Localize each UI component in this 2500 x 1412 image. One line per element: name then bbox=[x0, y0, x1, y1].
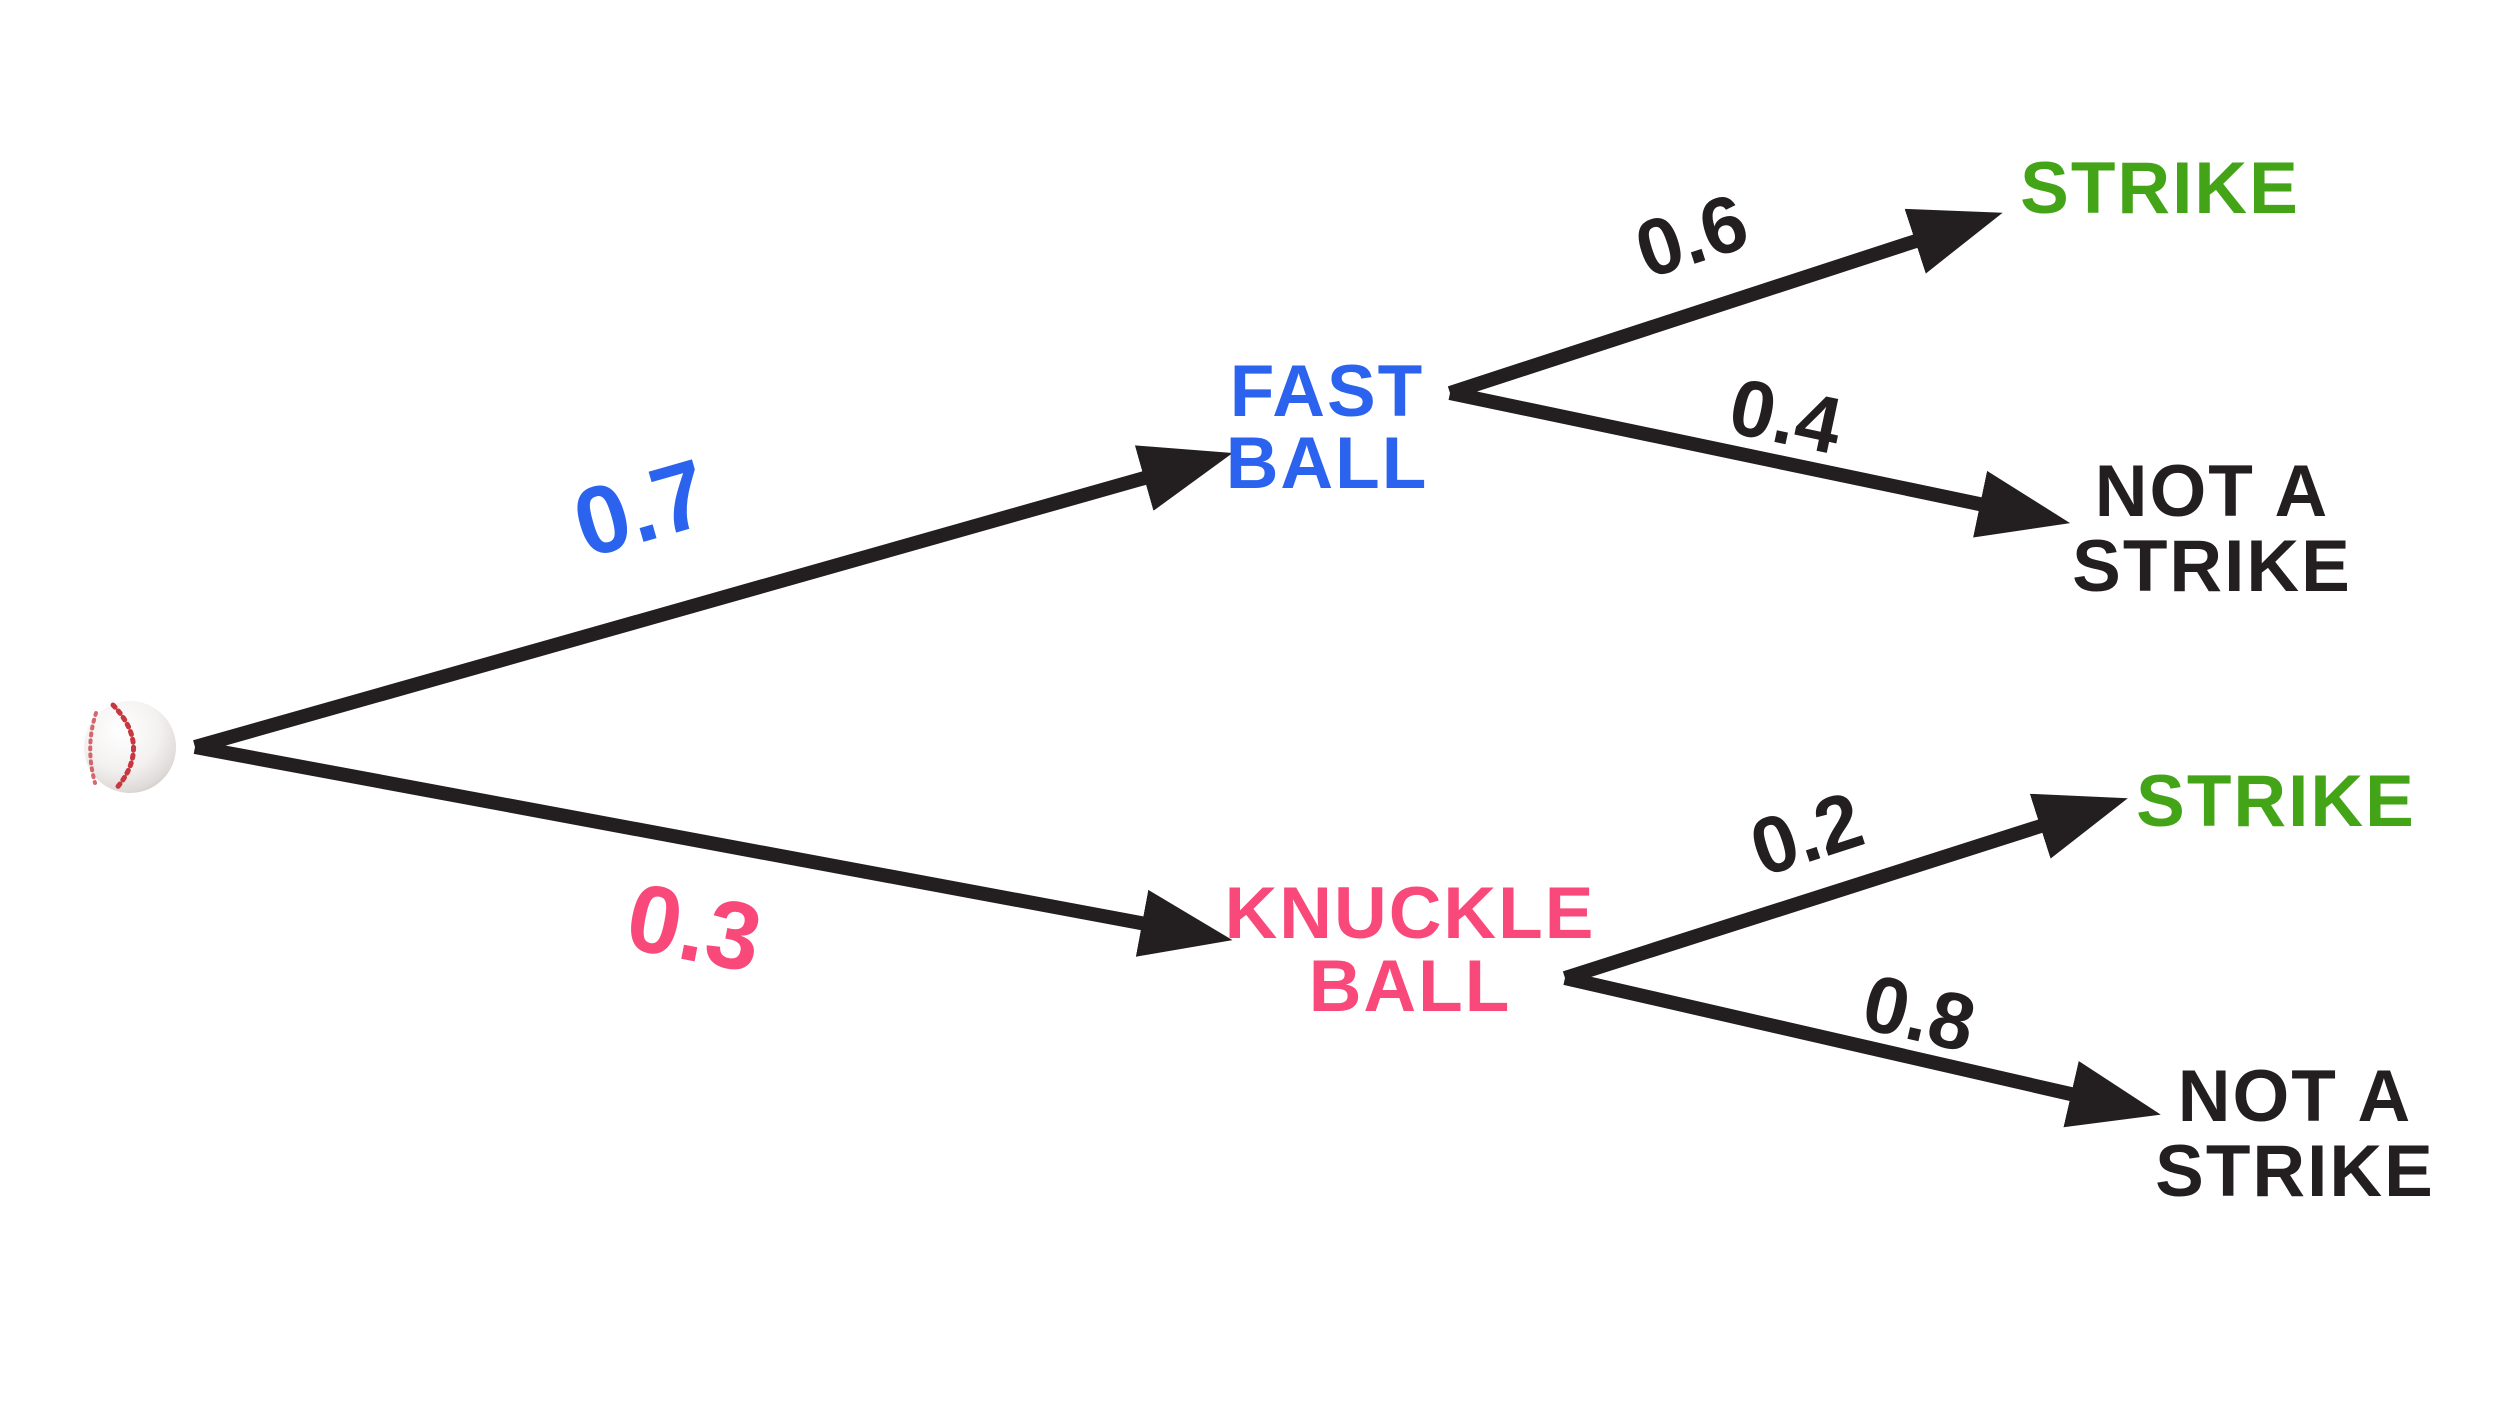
probability-fastball-strike: 0.6 bbox=[1625, 176, 1758, 295]
branch-arrow-knuckle-ball bbox=[193, 740, 1233, 957]
branch-arrow-fast-ball bbox=[193, 445, 1233, 754]
outcome-fastball-not-a-strike-line1: NOT A bbox=[2095, 451, 2329, 532]
node-fast-ball-line2: BALL bbox=[1226, 423, 1429, 504]
node-fast-ball-line1: FAST bbox=[1230, 351, 1425, 432]
branch-arrow-knuckleball-not-a-strike bbox=[1563, 971, 2161, 1128]
probability-knuckleball-strike: 0.2 bbox=[1740, 774, 1873, 893]
probability-fast-ball: 0.7 bbox=[562, 439, 720, 579]
baseball-seam bbox=[110, 702, 136, 793]
outcome-fastball-strike: STRIKE bbox=[2020, 148, 2300, 229]
node-knuckle-ball: KNUCKLE BALL bbox=[1225, 873, 1596, 1027]
branch-arrow-fastball-not-a-strike bbox=[1448, 386, 2071, 538]
baseball-seam bbox=[88, 711, 98, 785]
node-fast-ball: FAST BALL bbox=[1226, 351, 1429, 504]
branch-arrow-knuckleball-strike bbox=[1562, 793, 2128, 985]
outcome-knuckleball-not-a-strike-line1: NOT A bbox=[2178, 1056, 2412, 1137]
outcome-fastball-not-a-strike: NOT A STRIKE bbox=[2072, 451, 2352, 607]
outcome-knuckleball-not-a-strike: NOT A STRIKE bbox=[2155, 1056, 2435, 1212]
outcome-knuckleball-not-a-strike-line2: STRIKE bbox=[2155, 1131, 2435, 1212]
baseball-icon bbox=[84, 701, 176, 793]
node-knuckle-ball-line2: BALL bbox=[1309, 946, 1512, 1027]
branch-arrow-fastball-strike bbox=[1447, 208, 2003, 400]
outcome-fastball-not-a-strike-line2: STRIKE bbox=[2072, 526, 2352, 607]
probability-knuckle-ball: 0.3 bbox=[618, 863, 769, 993]
node-knuckle-ball-line1: KNUCKLE bbox=[1225, 873, 1596, 954]
outcome-knuckleball-strike: STRIKE bbox=[2136, 761, 2416, 842]
